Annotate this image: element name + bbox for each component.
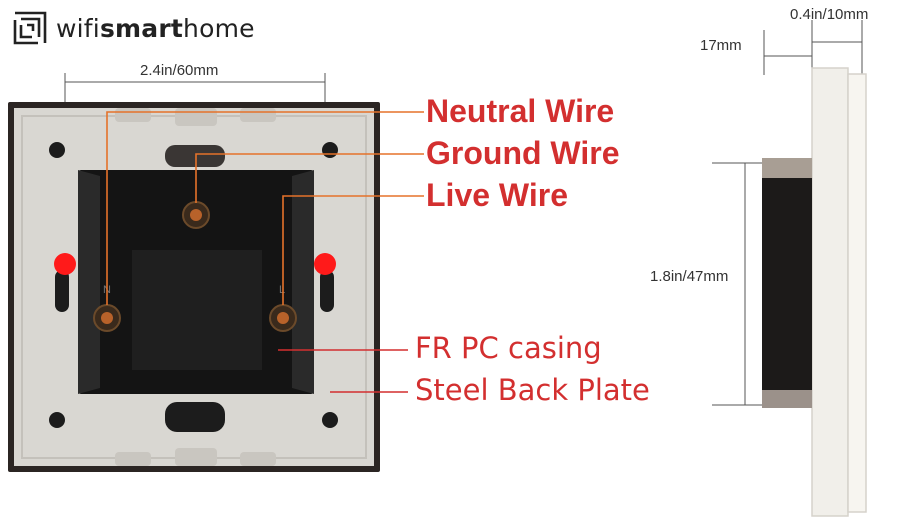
plate-ribs (115, 108, 276, 466)
live-terminal-mark: L (279, 284, 285, 296)
mounting-holes (49, 142, 338, 432)
live-wire-callout: Live Wire (426, 177, 568, 213)
brand-name: wifismarthome (56, 13, 255, 43)
neutral-wire-callout: Neutral Wire (426, 93, 615, 129)
brand-logo: wifismarthome (12, 10, 255, 46)
width-dimension-label: 2.4in/60mm (140, 62, 219, 79)
depth-dimension-label: 0.4in/10mm (790, 6, 869, 23)
steel-back-plate-callout: Steel Back Plate (415, 373, 650, 407)
callout-lines (106, 111, 424, 393)
height-dimension-label: 1.8in/47mm (648, 268, 731, 285)
marker-dot-left (54, 253, 76, 275)
fr-pc-casing-callout: FR PC casing (415, 331, 602, 365)
offset-dimension-label: 17mm (700, 37, 742, 54)
ground-wire-callout: Ground Wire (426, 135, 620, 171)
switch-side-view (712, 20, 867, 517)
concentric-squares-logo-icon (13, 11, 47, 45)
marker-dot-right (314, 253, 336, 275)
